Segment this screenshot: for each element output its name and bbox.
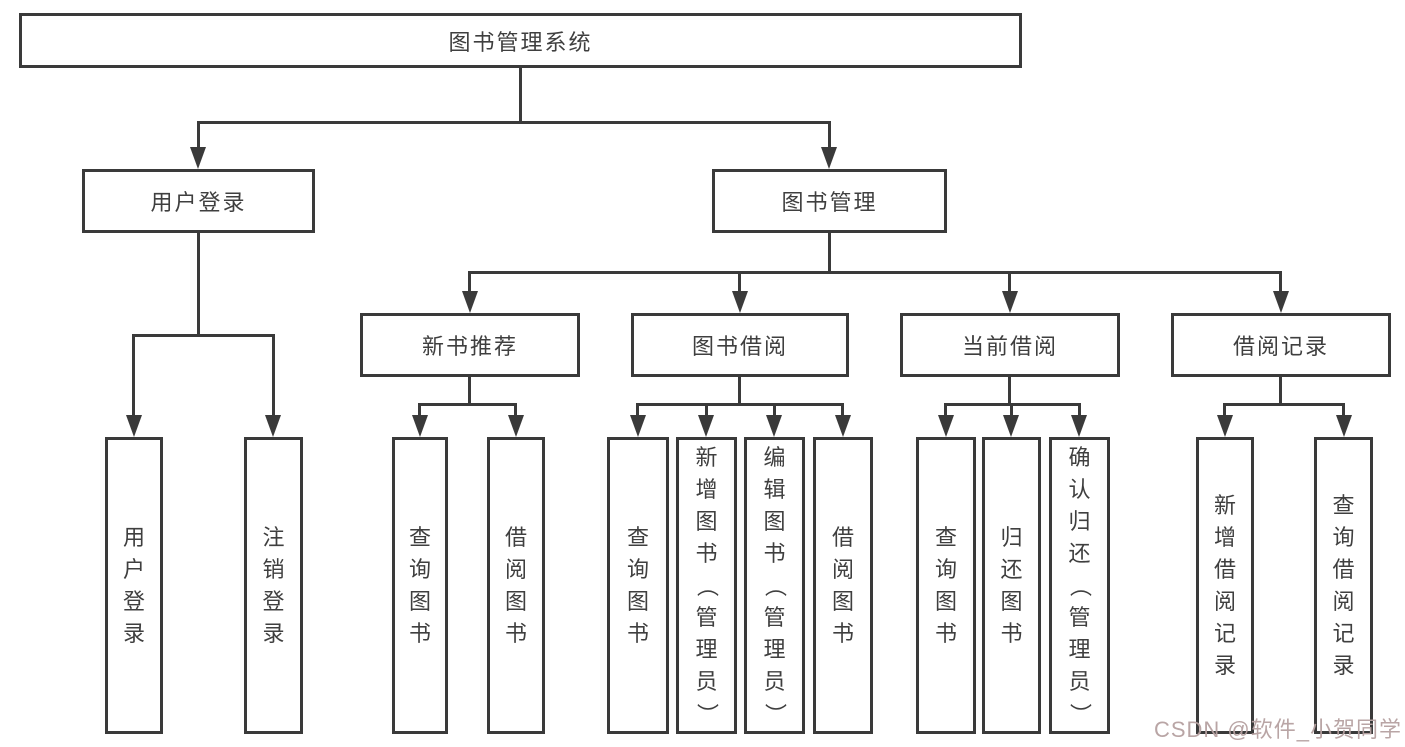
node-book-management: 图书管理 <box>712 169 947 233</box>
csdn-watermark: CSDN @软件_小贺同学 <box>1153 717 1402 742</box>
arrow-down-icon <box>190 147 206 169</box>
connector-line <box>132 334 135 418</box>
node-user-login: 用户登录 <box>82 169 315 233</box>
connector-line <box>1223 403 1226 419</box>
connector-line <box>1223 403 1345 406</box>
connector-line <box>738 377 741 406</box>
arrow-down-icon <box>462 291 478 313</box>
leaf-add-borrow-record: 新增借阅记录 <box>1196 437 1254 734</box>
node-current-borrow: 当前借阅 <box>900 313 1120 377</box>
leaf-borrow-books: 借阅图书 <box>813 437 873 734</box>
arrow-down-icon <box>698 415 714 437</box>
arrow-down-icon <box>630 415 646 437</box>
leaf-return-books: 归还图书 <box>982 437 1041 734</box>
connector-line <box>636 403 844 406</box>
connector-line <box>1008 271 1011 293</box>
leaf-query-books-current: 查询图书 <box>916 437 976 734</box>
leaf-query-borrow-record: 查询借阅记录 <box>1314 437 1373 734</box>
arrow-down-icon <box>732 291 748 313</box>
node-book-borrow: 图书借阅 <box>631 313 849 377</box>
arrow-down-icon <box>821 147 837 169</box>
connector-line <box>738 271 741 293</box>
arrow-down-icon <box>1336 415 1352 437</box>
node-root-label: 图书管理系统 <box>448 29 593 55</box>
node-borrow-records: 借阅记录 <box>1171 313 1391 377</box>
leaf-borrow-books-recommend: 借阅图书 <box>487 437 545 734</box>
connector-line <box>418 403 421 419</box>
connector-line <box>1279 377 1282 406</box>
connector-line <box>636 403 639 419</box>
connector-line <box>1008 377 1011 406</box>
arrow-down-icon <box>835 415 851 437</box>
arrow-down-icon <box>126 415 142 437</box>
arrow-down-icon <box>938 415 954 437</box>
connector-line <box>197 121 831 124</box>
node-root-library-system: 图书管理系统 <box>19 13 1022 68</box>
node-book-borrow-label: 图书借阅 <box>691 334 788 359</box>
connector-line <box>944 403 947 419</box>
connector-line <box>418 403 517 406</box>
connector-line <box>828 233 831 274</box>
connector-line <box>197 121 200 149</box>
arrow-down-icon <box>1217 415 1233 437</box>
connector-line <box>468 377 471 406</box>
arrow-down-icon <box>1071 415 1087 437</box>
leaf-logout: 注销登录 <box>244 437 303 734</box>
leaf-user-login: 用户登录 <box>105 437 163 734</box>
leaf-confirm-return-admin: 确认归还（管理员） <box>1049 437 1110 734</box>
connector-line <box>828 121 831 149</box>
node-user-login-label: 用户登录 <box>150 190 247 215</box>
connector-line <box>272 334 275 418</box>
connector-line <box>1010 403 1013 419</box>
leaf-query-books-recommend: 查询图书 <box>392 437 448 734</box>
connector-line <box>1078 403 1081 419</box>
arrow-down-icon <box>412 415 428 437</box>
arrow-down-icon <box>265 415 281 437</box>
node-new-book-recommend: 新书推荐 <box>360 313 580 377</box>
connector-line <box>705 403 708 419</box>
connector-line <box>841 403 844 419</box>
connector-line <box>132 334 275 337</box>
connector-line <box>197 233 200 337</box>
arrow-down-icon <box>508 415 524 437</box>
leaf-query-books-borrow: 查询图书 <box>607 437 669 734</box>
connector-line <box>514 403 517 419</box>
arrow-down-icon <box>1003 415 1019 437</box>
connector-line <box>1342 403 1345 419</box>
arrow-down-icon <box>1273 291 1289 313</box>
node-borrow-records-label: 借阅记录 <box>1232 334 1329 359</box>
connector-line <box>468 271 471 293</box>
connector-line <box>519 68 522 124</box>
leaf-add-books-admin: 新增图书（管理员） <box>676 437 737 734</box>
arrow-down-icon <box>766 415 782 437</box>
connector-line <box>773 403 776 419</box>
node-new-book-recommend-label: 新书推荐 <box>421 334 518 359</box>
connector-line <box>1279 271 1282 293</box>
connector-line <box>468 271 1282 274</box>
arrow-down-icon <box>1002 291 1018 313</box>
node-current-borrow-label: 当前借阅 <box>961 334 1058 359</box>
node-book-management-label: 图书管理 <box>781 190 878 215</box>
leaf-edit-books-admin: 编辑图书（管理员） <box>744 437 805 734</box>
